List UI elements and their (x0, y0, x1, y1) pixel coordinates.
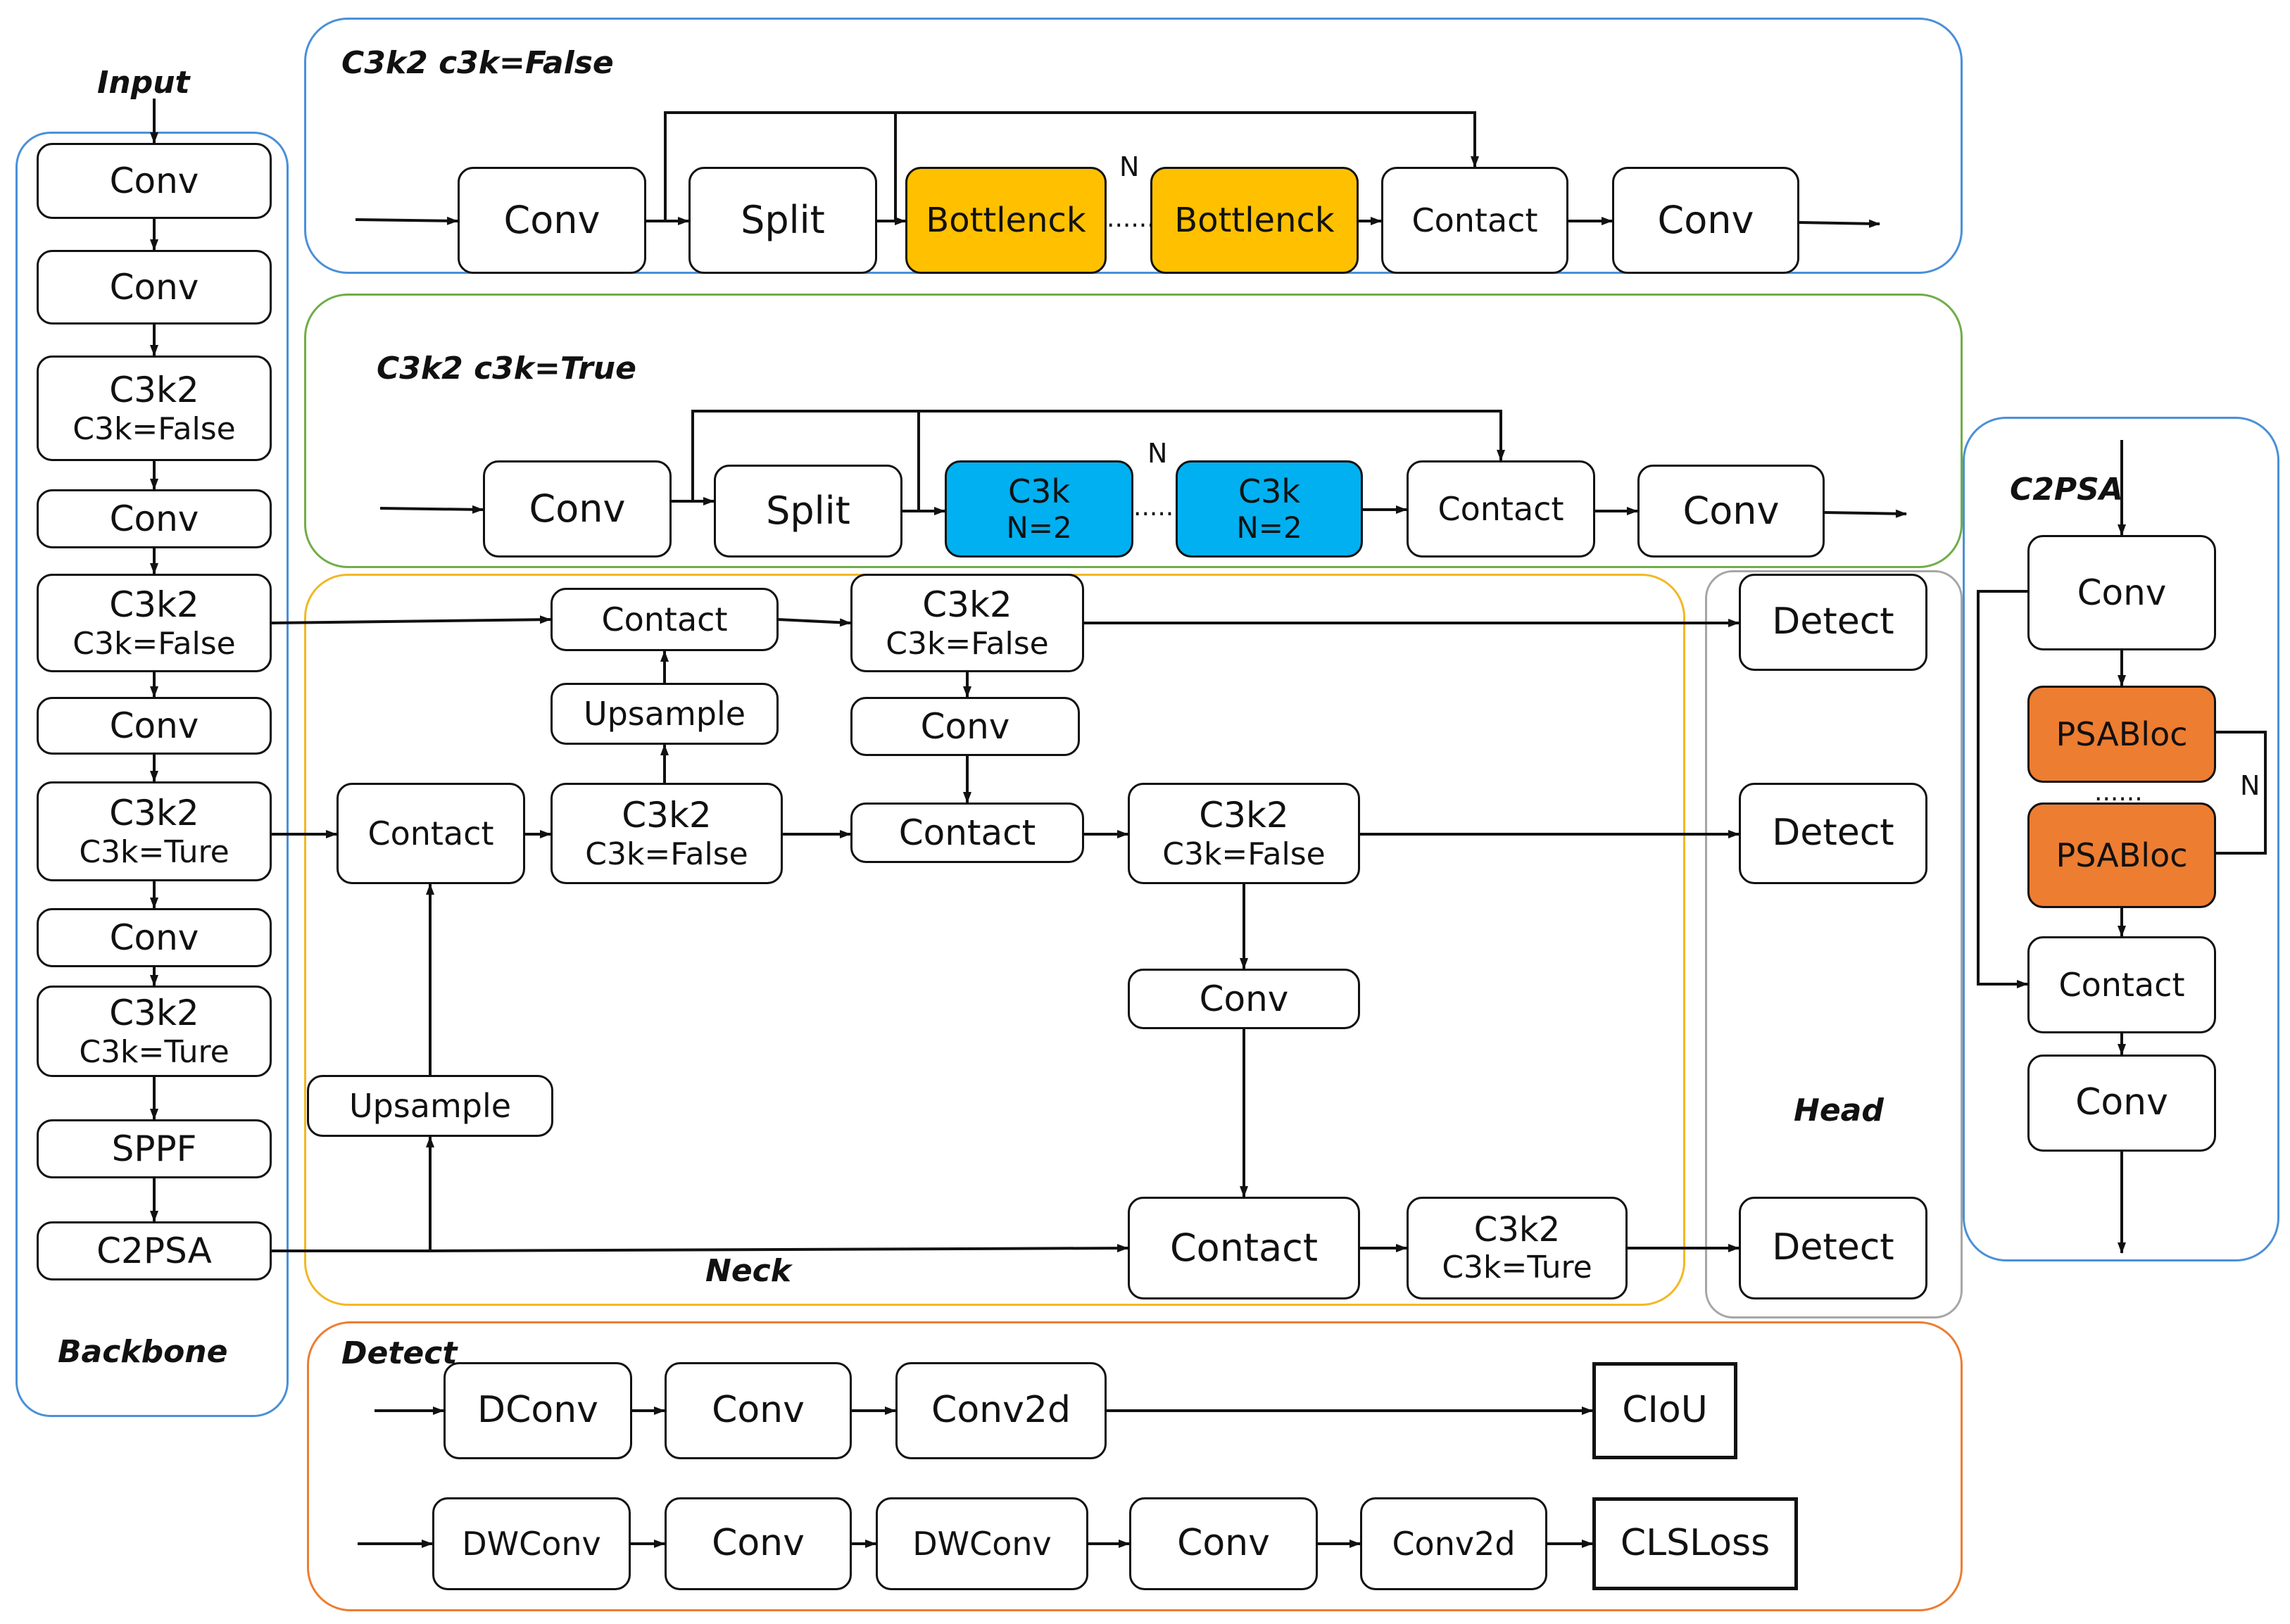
c2psa-skip (1977, 590, 2028, 988)
c3k2t-out-arrow (1824, 509, 1907, 518)
c2psa-conv-out: Conv (2027, 1055, 2216, 1152)
c3k2t-split: Split (714, 465, 902, 558)
detect-dconv: DConv (443, 1362, 632, 1459)
neck-upsample-top: Upsample (551, 683, 779, 745)
c3k2f-split: Split (688, 167, 877, 274)
head-detect-2: Detect (1739, 783, 1927, 884)
c2psa-dots: ...... (2094, 778, 2143, 807)
backbone-label: Backbone (58, 1334, 228, 1370)
head-detect-3: Detect (1739, 1197, 1927, 1299)
c2psa-contact: Contact (2027, 936, 2216, 1033)
neck-upsample-bottom: Upsample (307, 1075, 553, 1137)
neck-conv-bottom: Conv (1128, 969, 1360, 1029)
c3k2f-conv-out: Conv (1612, 167, 1799, 274)
c3k2t-dots: ...... (1133, 493, 1182, 522)
detect-conv-3: Conv (1129, 1497, 1318, 1590)
c3k2t-conv-out: Conv (1637, 465, 1825, 558)
c2psa-repeat-loop (2216, 731, 2267, 855)
c2psa-conv-in: Conv (2027, 535, 2216, 650)
backbone-sppf: SPPF (37, 1119, 272, 1178)
detect-conv-1: Conv (665, 1362, 852, 1459)
backbone-conv-4: Conv (37, 697, 272, 755)
head-label: Head (1794, 1093, 1884, 1128)
c3k2f-bottleneck-2: Bottlenck (1150, 167, 1359, 274)
detect-frame (307, 1321, 1963, 1611)
c3k2f-in-arrow (355, 216, 458, 225)
neck-c2psa-to-upsample (272, 1136, 434, 1252)
detect-conv2d-1: Conv2d (895, 1362, 1107, 1459)
neck-c2psa-to-contact-bottom (429, 1244, 1128, 1253)
neck-contact-bottom: Contact (1128, 1197, 1360, 1299)
c2psa-frame (1963, 417, 2279, 1261)
c3k2t-in-arrow (379, 505, 484, 514)
neck-backbone-to-contact-top (271, 615, 551, 624)
input-label: Input (97, 65, 190, 101)
c2psa-psabloc-1: PSABloc (2027, 686, 2216, 783)
detect-conv-2: Conv (665, 1497, 852, 1590)
n-label-bottleneck: N (1119, 151, 1140, 182)
n-label-c3k: N (1147, 438, 1168, 469)
detect-dwconv-2: DWConv (876, 1497, 1088, 1590)
c3k2t-skip-top (691, 410, 1505, 501)
backbone-c2psa: C2PSA (37, 1221, 272, 1280)
head-detect-1: Detect (1739, 574, 1927, 671)
c2psa-psabloc-2: PSABloc (2027, 802, 2216, 908)
neck-label: Neck (705, 1253, 792, 1289)
c3k2f-skip-top (664, 111, 1479, 221)
c3k2f-contact: Contact (1381, 167, 1568, 274)
neck-contact-top: Contact (551, 588, 779, 651)
c3k2t-contact: Contact (1407, 460, 1595, 558)
detect-conv2d-2: Conv2d (1360, 1497, 1547, 1590)
backbone-conv-2: Conv (37, 250, 272, 325)
c2psa-title: C2PSA (2010, 472, 2123, 508)
neck-contact-to-c3k2-top (778, 618, 851, 627)
detect-clsloss: CLSLoss (1592, 1497, 1798, 1590)
c3k2-true-frame (304, 294, 1963, 568)
c3k2f-conv-in: Conv (458, 167, 646, 274)
c3k2f-out-arrow (1799, 219, 1880, 228)
c3k2f-bottleneck-1: Bottlenck (905, 167, 1107, 274)
n-label-psa: N (2240, 770, 2260, 801)
backbone-conv-3: Conv (37, 489, 272, 548)
head-frame (1705, 570, 1963, 1318)
detect-title: Detect (341, 1335, 458, 1371)
detect-dwconv-1: DWConv (432, 1497, 631, 1590)
c3k2-false-frame (304, 18, 1963, 274)
c3k2t-conv-in: Conv (483, 460, 672, 558)
c3k2-true-title: C3k2 c3k=True (377, 351, 636, 386)
c3k2f-dots: ...... (1107, 204, 1155, 233)
backbone-conv-1: Conv (37, 143, 272, 219)
neck-contact-mid: Contact (850, 802, 1084, 863)
neck-conv-top: Conv (850, 697, 1080, 756)
c3k2-false-title: C3k2 c3k=False (341, 45, 614, 81)
neck-contact-mid-left: Contact (336, 783, 525, 884)
backbone-conv-5: Conv (37, 908, 272, 967)
detect-ciou: CIoU (1592, 1362, 1737, 1459)
